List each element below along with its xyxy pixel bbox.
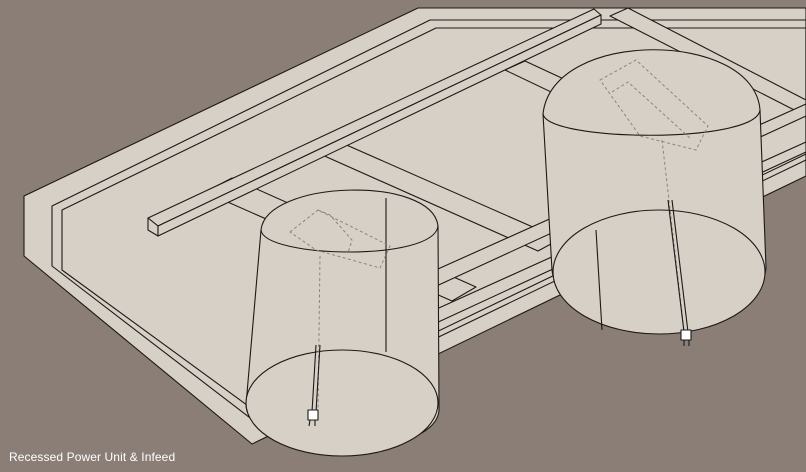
right-cylinder — [542, 49, 767, 346]
channel-bar — [147, 8, 602, 237]
left-cylinder — [245, 189, 440, 457]
figure-caption: Recessed Power Unit & Infeed — [9, 450, 176, 464]
